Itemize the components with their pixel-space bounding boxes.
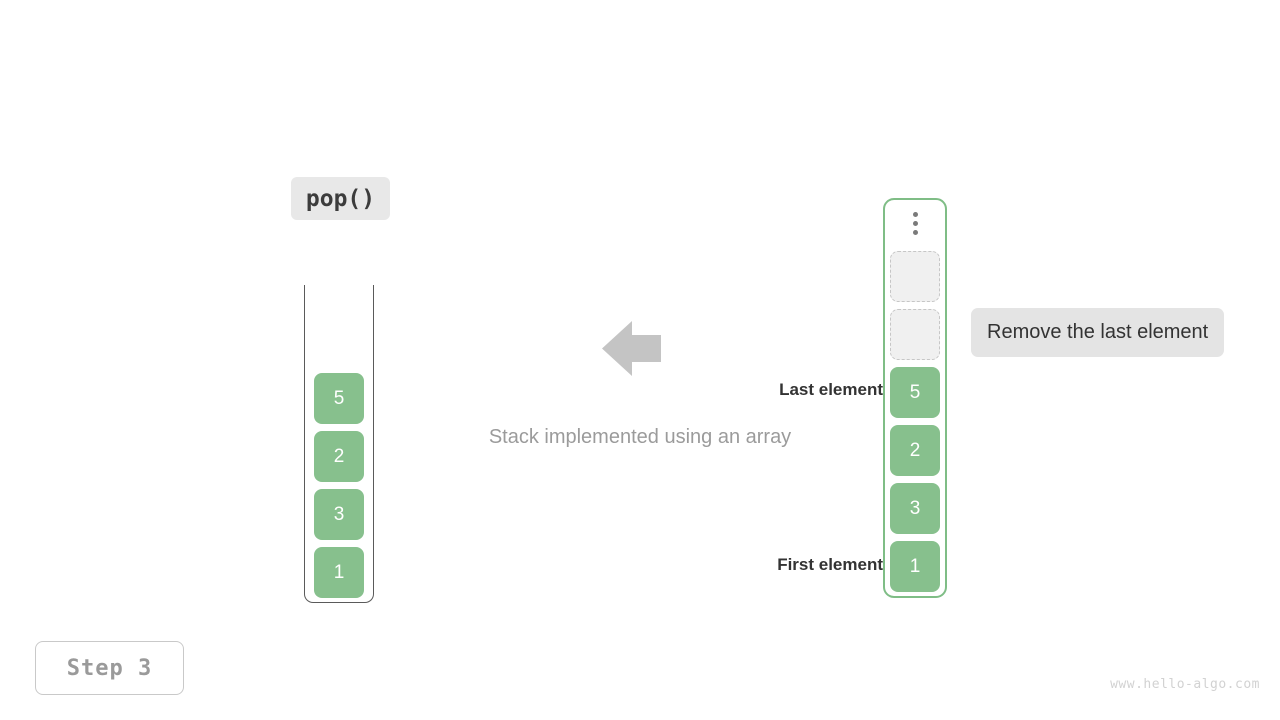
annotation-first-element: First element xyxy=(777,555,883,574)
stack-element: 5 xyxy=(314,373,364,424)
vertical-ellipsis-icon xyxy=(885,212,945,235)
array-items: 1 3 2 5 xyxy=(885,251,945,592)
stack-items: 1 3 2 5 xyxy=(305,373,373,598)
array-empty-slot xyxy=(890,309,940,360)
array-element: 5 xyxy=(890,367,940,418)
array-empty-slot xyxy=(890,251,940,302)
array-frame: 1 3 2 5 xyxy=(883,198,947,598)
step-badge: Step 3 xyxy=(35,641,184,695)
operation-label: pop() xyxy=(291,177,390,220)
arrow-left-icon xyxy=(602,320,661,377)
array-element: 3 xyxy=(890,483,940,534)
tooltip-remove-last-element: Remove the last element xyxy=(971,308,1225,357)
stack-container: 1 3 2 5 xyxy=(304,285,374,603)
array-element: 2 xyxy=(890,425,940,476)
stack-element: 2 xyxy=(314,431,364,482)
stack-element: 1 xyxy=(314,547,364,598)
diagram-caption: Stack implemented using an array xyxy=(488,426,792,448)
array-element: 1 xyxy=(890,541,940,592)
watermark: www.hello-algo.com xyxy=(1110,677,1260,692)
annotation-last-element: Last element xyxy=(779,380,883,399)
stack-element: 3 xyxy=(314,489,364,540)
